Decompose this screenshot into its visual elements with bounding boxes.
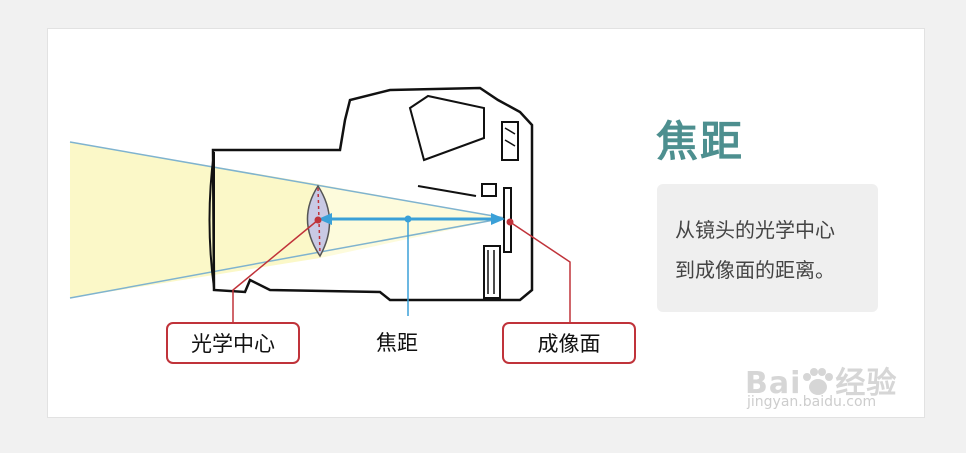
viewfinder-prism bbox=[408, 94, 485, 162]
paw-icon bbox=[803, 368, 834, 395]
description-line: 从镜头的光学中心 bbox=[675, 218, 835, 242]
eyepiece bbox=[501, 121, 519, 161]
optical-center-leader bbox=[232, 219, 319, 322]
baidu-watermark: Bai 经验 jingyan.baidu.com bbox=[745, 350, 920, 420]
optical-center-label: 光学中心 bbox=[166, 322, 300, 364]
image-plane-leader bbox=[509, 221, 571, 322]
description-box: 从镜头的光学中心 到成像面的距离。 bbox=[657, 184, 878, 312]
description-line: 到成像面的距离。 bbox=[675, 258, 835, 282]
mirror-line bbox=[417, 185, 477, 197]
lens-barrel bbox=[208, 151, 215, 289]
light-ray-top bbox=[69, 141, 506, 219]
light-ray-bottom bbox=[69, 217, 506, 299]
watermark-url: jingyan.baidu.com bbox=[747, 394, 877, 410]
focal-length-label: 焦距 bbox=[376, 331, 418, 355]
light-cone-inner bbox=[318, 184, 505, 258]
lens-axis bbox=[317, 187, 321, 255]
lower-compartment bbox=[483, 245, 501, 299]
light-cone bbox=[70, 142, 320, 298]
focal-arrow-head-right bbox=[491, 213, 505, 225]
watermark-brand: Bai bbox=[745, 366, 802, 401]
camera-body bbox=[211, 86, 534, 302]
watermark-suffix: 经验 bbox=[835, 366, 898, 401]
page-title: 焦距 bbox=[656, 117, 745, 166]
focal-arrow-head-left bbox=[318, 213, 332, 225]
image-plane-label: 成像面 bbox=[502, 322, 636, 364]
